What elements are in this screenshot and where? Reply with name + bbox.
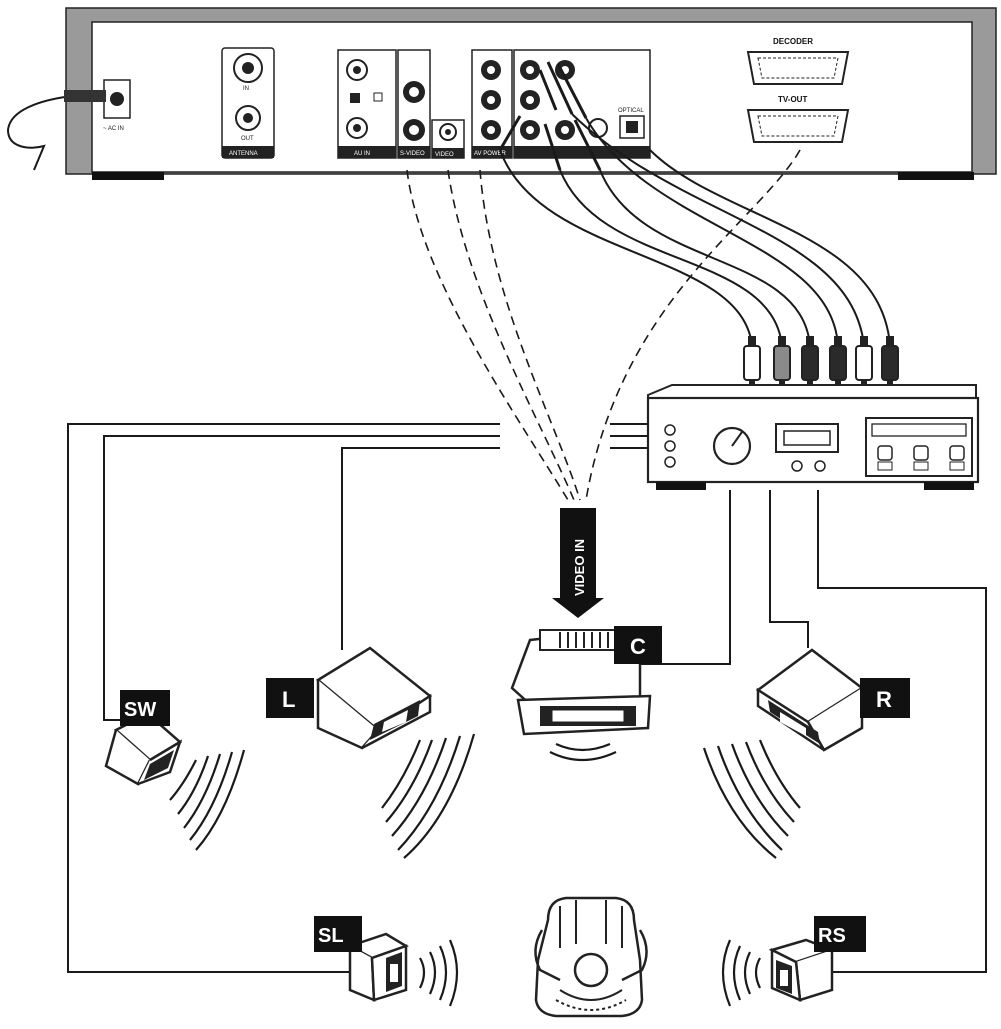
antenna-out-label: OUT: [241, 136, 254, 142]
antenna-block: IN OUT ANTENNA: [221, 47, 275, 159]
rca-plug: [829, 336, 847, 388]
rca-plug: [881, 336, 899, 388]
surround-left-speaker: [346, 932, 459, 1007]
rca-plug: [801, 336, 819, 388]
left-speaker: [315, 646, 476, 859]
power-socket: ~ AC IN: [103, 79, 131, 132]
amplifier: [646, 384, 980, 490]
surround-left-label: SL: [318, 925, 344, 947]
center-speaker-label: C: [630, 634, 646, 659]
rca-plugs: [743, 336, 899, 388]
svideo-block: S-VIDEO: [397, 49, 431, 159]
audio-in-block: AU IN: [337, 49, 397, 159]
surround-right-label: RS: [818, 925, 846, 947]
video-out-block: VIDEO: [431, 119, 465, 159]
svg-text:~ AC IN: ~ AC IN: [103, 126, 124, 132]
video-in-arrow: VIDEO IN: [552, 508, 604, 618]
surround-right-tag: [814, 916, 866, 952]
decoder-label: DECODER: [773, 37, 813, 46]
left-speaker-label: L: [282, 687, 295, 712]
rca-cables: [499, 113, 891, 346]
rca-plug: [855, 336, 873, 388]
svideo-label: S-VIDEO: [400, 151, 425, 157]
antenna-in-label: IN: [243, 86, 249, 92]
center-speaker-tag: [614, 626, 662, 664]
av-out-label: AV POWER: [474, 151, 507, 157]
audio-in-label: AU IN: [354, 151, 370, 157]
center-speaker: [510, 628, 652, 762]
player-back-panel: ~ AC IN IN OUT ANTENNA AU IN: [65, 7, 997, 180]
tv-out-label: TV-OUT: [778, 95, 807, 104]
rca-plug: [743, 336, 761, 388]
decoder-scart: DECODER: [746, 37, 850, 85]
listener-icon: [534, 896, 648, 1018]
subwoofer-speaker-tag: [120, 690, 170, 726]
right-speaker-tag: [860, 678, 910, 718]
antenna-label: ANTENNA: [229, 151, 258, 157]
video-out-label: VIDEO: [435, 152, 454, 158]
subwoofer-speaker-label: SW: [124, 699, 156, 721]
power-plug: [64, 90, 106, 102]
tv-out-scart: TV-OUT: [746, 95, 850, 143]
surround-left-tag: [314, 916, 362, 952]
left-speaker-tag: [266, 678, 314, 718]
subwoofer-speaker: [104, 712, 246, 851]
power-cord: [6, 95, 104, 171]
optical-label: OPTICAL: [618, 108, 644, 114]
speaker-wires: [67, 423, 987, 973]
right-speaker-label: R: [876, 687, 892, 712]
av-out-block: AV POWER OPTICAL: [471, 49, 651, 171]
right-speaker: [702, 648, 865, 859]
video-in-label: VIDEO IN: [572, 539, 587, 596]
rca-plug: [773, 336, 791, 388]
